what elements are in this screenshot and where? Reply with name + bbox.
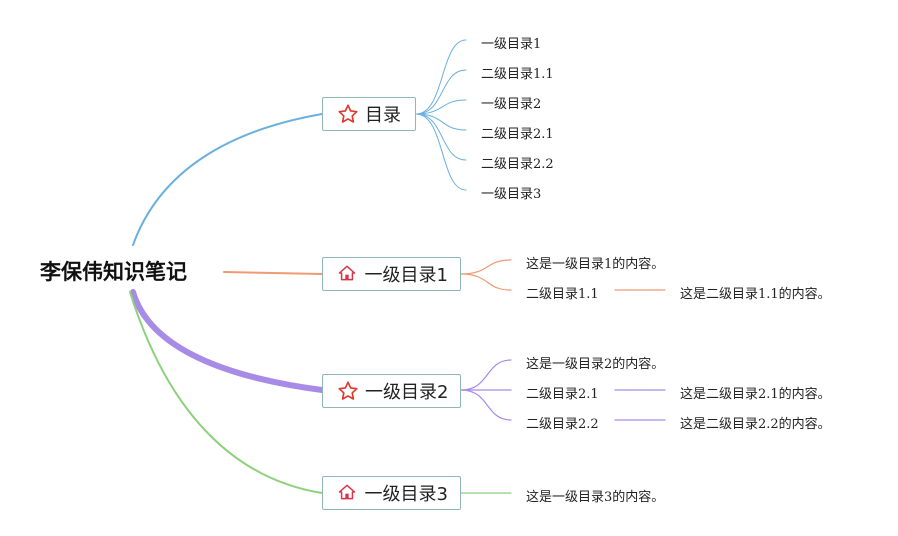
branch-label: 一级目录1 bbox=[364, 265, 448, 286]
branch-node-toc[interactable]: 目录 bbox=[322, 97, 416, 131]
leaf-connector bbox=[415, 113, 467, 131]
star-icon bbox=[337, 103, 359, 125]
leaf-topic[interactable]: 一级目录1 bbox=[481, 37, 542, 52]
leaf-topic[interactable]: 二级目录1.1 bbox=[526, 287, 599, 302]
leaf-topic[interactable]: 这是一级目录3的内容。 bbox=[526, 490, 665, 505]
branch-label: 一级目录2 bbox=[365, 382, 449, 403]
leaf-note[interactable]: 这是二级目录2.2的内容。 bbox=[680, 417, 831, 432]
branch-label: 目录 bbox=[365, 105, 401, 126]
branch-node-2[interactable]: 一级目录2 bbox=[322, 374, 461, 408]
root-topic[interactable]: 李保伟知识笔记 bbox=[40, 260, 187, 284]
home-icon bbox=[337, 482, 359, 504]
leaf-topic[interactable]: 一级目录3 bbox=[481, 187, 542, 202]
leaf-connector bbox=[460, 273, 512, 291]
leaf-connector bbox=[415, 39, 467, 115]
leaf-note[interactable]: 这是二级目录1.1的内容。 bbox=[680, 287, 831, 302]
branch-node-1[interactable]: 一级目录1 bbox=[322, 257, 461, 291]
branch-connector bbox=[129, 291, 323, 494]
branch-connector bbox=[132, 113, 323, 246]
leaf-topic[interactable]: 这是一级目录1的内容。 bbox=[526, 257, 665, 272]
leaf-connector bbox=[415, 99, 467, 115]
leaf-connector bbox=[415, 113, 467, 191]
leaf-connector bbox=[415, 113, 467, 161]
leaf-topic[interactable]: 二级目录1.1 bbox=[481, 67, 554, 82]
leaf-connector bbox=[460, 389, 512, 421]
leaf-topic[interactable]: 一级目录2 bbox=[481, 97, 542, 112]
leaf-topic[interactable]: 二级目录2.2 bbox=[526, 417, 599, 432]
leaf-connector bbox=[460, 359, 512, 391]
star-icon bbox=[337, 380, 359, 402]
leaf-topic[interactable]: 这是一级目录2的内容。 bbox=[526, 357, 665, 372]
leaf-topic[interactable]: 二级目录2.1 bbox=[526, 387, 599, 402]
leaf-topic[interactable]: 二级目录2.2 bbox=[481, 157, 554, 172]
home-icon bbox=[337, 263, 359, 285]
branch-node-3[interactable]: 一级目录3 bbox=[322, 476, 461, 510]
leaf-note[interactable]: 这是二级目录2.1的内容。 bbox=[680, 387, 831, 402]
branch-connector bbox=[223, 271, 323, 275]
branch-label: 一级目录3 bbox=[364, 484, 448, 505]
leaf-topic[interactable]: 二级目录2.1 bbox=[481, 127, 554, 142]
branch-connector bbox=[130, 289, 325, 393]
leaf-connector bbox=[415, 69, 467, 115]
leaf-connector bbox=[460, 259, 512, 275]
